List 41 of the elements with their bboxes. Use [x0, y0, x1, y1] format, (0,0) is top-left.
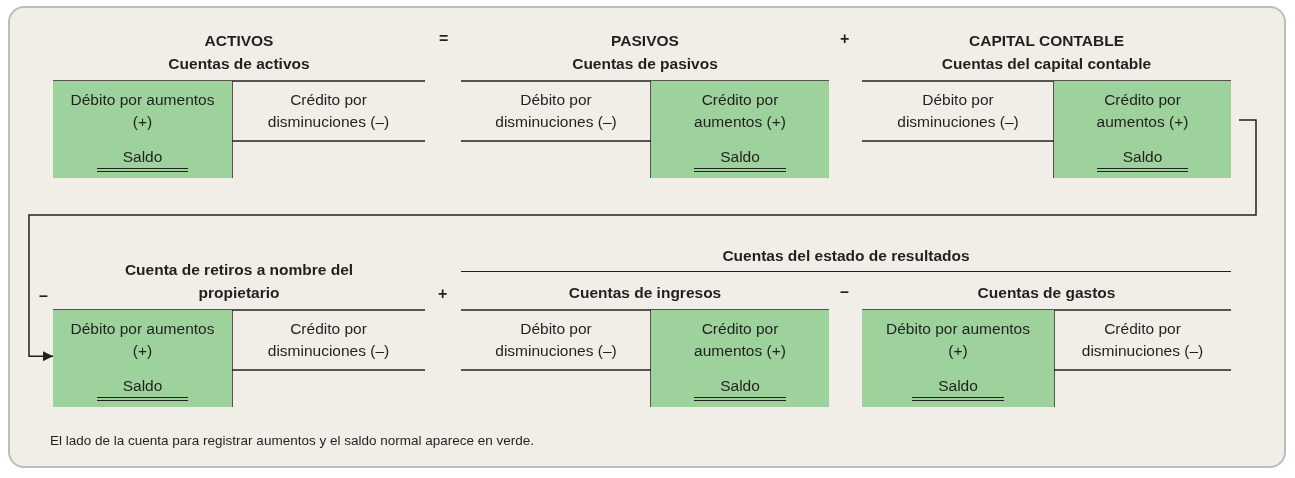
arrow: [28, 119, 1257, 362]
account-cell: Crédito por aumentos (+): [651, 310, 829, 370]
balance-label: Saldo: [694, 147, 786, 172]
operator-sign: –: [840, 283, 849, 301]
account-entry: Crédito por disminuciones (–): [1054, 310, 1231, 370]
account-heading: Cuentas del capital contable: [941, 54, 1152, 74]
operator-sign: –: [39, 287, 48, 305]
account-title: ACTIVOS: [204, 31, 274, 51]
account-entry: Crédito por disminuciones (–): [232, 310, 425, 370]
account-heading: Cuentas de activos: [168, 54, 310, 74]
account-title: CAPITAL CONTABLE: [969, 31, 1124, 51]
balance-cell: [53, 141, 232, 178]
account-cell: Débito por aumentos (+): [862, 310, 1054, 370]
footnote: El lado de la cuenta para registrar aumentos y el saldo normal aparece en verde.: [50, 433, 535, 448]
balance-label: Saldo: [694, 376, 786, 401]
account-cell: Débito por aumentos (+): [53, 81, 232, 141]
account-entry: Débito por disminuciones (–): [461, 81, 651, 141]
section-heading: Cuentas del estado de resultados: [461, 245, 1231, 272]
balance-cell: [651, 370, 829, 407]
account-heading: Cuenta de retiros a nombre del propietario: [123, 260, 355, 303]
balance-label: Saldo: [912, 376, 1004, 401]
balance-cell: [53, 370, 232, 407]
balance-label: Saldo: [96, 376, 189, 401]
account-entry: Débito por disminuciones (–): [461, 310, 651, 370]
operator-sign: +: [840, 30, 850, 48]
balance-cell: [651, 141, 829, 178]
account-heading: Cuentas de ingresos: [568, 283, 722, 303]
account-cell: Débito por aumentos (+): [53, 310, 232, 370]
account-title: PASIVOS: [611, 31, 679, 51]
account-cell: Crédito por aumentos (+): [1054, 81, 1231, 141]
account-cell: Crédito por aumentos (+): [651, 81, 829, 141]
balance-label: Saldo: [96, 147, 189, 172]
operator-sign: +: [438, 285, 448, 303]
account-entry: Débito por disminuciones (–): [862, 81, 1054, 141]
operator-sign: =: [439, 30, 449, 48]
balance-cell: [1054, 141, 1231, 178]
account-entry: Crédito por disminuciones (–): [232, 81, 425, 141]
balance-cell: [862, 370, 1054, 407]
account-heading: Cuentas de gastos: [977, 283, 1116, 303]
account-heading: Cuentas de pasivos: [572, 54, 718, 74]
balance-label: Saldo: [1096, 147, 1189, 172]
